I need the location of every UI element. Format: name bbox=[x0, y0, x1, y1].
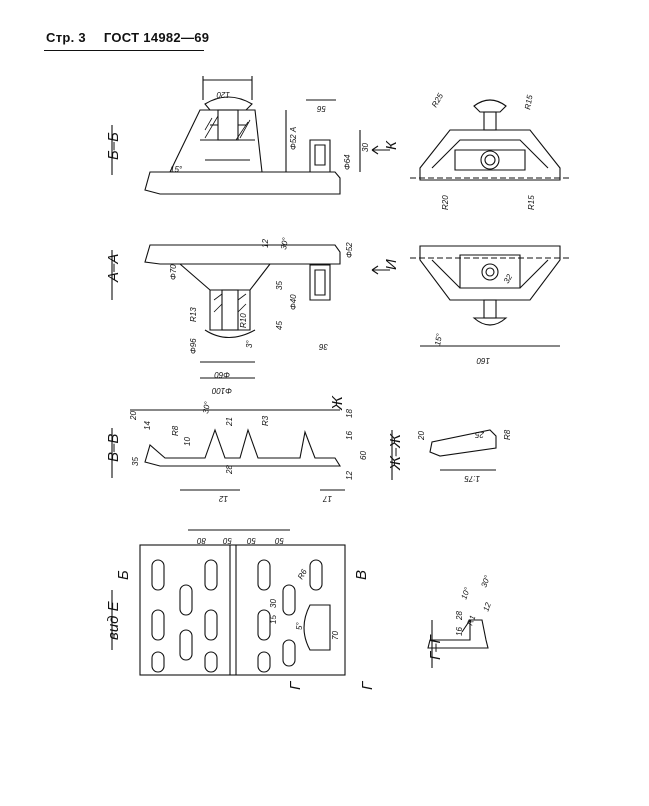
dim-120: 120 bbox=[216, 90, 230, 99]
dim-3deg: 3° bbox=[245, 340, 254, 348]
dim-v21: 21 bbox=[225, 417, 234, 427]
dim-g16: 16 bbox=[455, 627, 464, 636]
marker-i: И bbox=[383, 259, 400, 270]
section-vv: В–В bbox=[105, 409, 345, 491]
header-rule bbox=[44, 50, 204, 51]
dim-g30deg: 30° bbox=[479, 573, 492, 588]
section-zhzh-label: Ж–Ж bbox=[387, 433, 404, 471]
dim-v12: 12 bbox=[219, 494, 228, 503]
section-bb: Б–Б bbox=[105, 76, 390, 195]
dim-r15: R15 bbox=[523, 94, 535, 111]
dim-v12b: 12 bbox=[345, 471, 354, 480]
dim-v20: 20 bbox=[129, 411, 138, 421]
marker-g-right: Г bbox=[359, 680, 376, 690]
view-e-label: вид Е bbox=[105, 600, 122, 640]
dim-phi52a: Φ52 A bbox=[289, 127, 298, 150]
plan-view-mid bbox=[410, 245, 570, 347]
dim-e50: 50 bbox=[223, 536, 232, 545]
dim-zh20: 20 bbox=[417, 431, 426, 441]
dim-phi100: Φ100 bbox=[211, 386, 232, 395]
dim-36: 36 bbox=[319, 342, 328, 351]
section-vv-label: В–В bbox=[105, 434, 122, 462]
dim-phi52: Φ52 bbox=[345, 242, 354, 258]
dim-r10: R10 bbox=[239, 313, 248, 328]
dim-v14: 14 bbox=[143, 421, 152, 430]
dim-v30deg: 30° bbox=[201, 400, 212, 414]
marker-g-left: Г bbox=[287, 680, 304, 690]
dim-15deg-b: 15° bbox=[433, 332, 444, 346]
dim-r13: R13 bbox=[189, 307, 198, 322]
dim-phi96: Φ96 bbox=[189, 338, 198, 354]
dim-g-r1: R1 bbox=[465, 614, 477, 627]
dim-zh25: 25 bbox=[475, 430, 485, 439]
marker-v: В bbox=[353, 570, 370, 580]
dim-v16: 16 bbox=[345, 431, 354, 440]
dim-r20: R20 bbox=[441, 195, 450, 210]
dim-r15b: R15 bbox=[527, 195, 536, 210]
dim-r8: R8 bbox=[171, 425, 180, 436]
page-header: Стр. 3 ГОСТ 14982—69 bbox=[46, 30, 209, 45]
dim-e30: 30 bbox=[269, 599, 278, 608]
marker-b: Б bbox=[115, 570, 132, 580]
dim-phi40: Φ40 bbox=[289, 294, 298, 310]
dim-45: 45 bbox=[275, 321, 284, 330]
page-number: Стр. 3 bbox=[46, 30, 86, 45]
dim-e50c: 50 bbox=[275, 536, 284, 545]
dim-v35: 35 bbox=[131, 457, 140, 466]
dim-zh-r8: R8 bbox=[503, 429, 512, 440]
dim-phi60: Φ60 bbox=[214, 370, 230, 379]
section-aa-label: А–А bbox=[105, 254, 122, 283]
dim-32: 32 bbox=[502, 272, 515, 285]
dim-e50b: 50 bbox=[247, 536, 256, 545]
section-bb-label: Б–Б bbox=[105, 132, 122, 160]
dim-12: 12 bbox=[261, 239, 270, 248]
section-gg-label: Г–Г bbox=[427, 633, 444, 660]
view-e: вид Е bbox=[105, 529, 346, 676]
dim-phi70: Φ70 bbox=[169, 264, 178, 280]
marker-zh: Ж bbox=[329, 395, 346, 411]
dim-v10: 10 bbox=[183, 437, 192, 446]
dim-56: 56 bbox=[317, 104, 326, 113]
dim-v17: 17 bbox=[323, 494, 332, 503]
section-gg: Г–Г bbox=[427, 619, 489, 668]
dim-15deg: 15° bbox=[170, 165, 183, 174]
dim-35: 35 bbox=[275, 281, 284, 290]
dim-r6: R6 bbox=[296, 567, 309, 581]
dim-g10deg: 10° bbox=[459, 585, 472, 600]
section-zhzh: Ж–Ж bbox=[387, 429, 497, 480]
standard-code: ГОСТ 14982—69 bbox=[103, 30, 210, 45]
dim-e5deg: 5° bbox=[295, 622, 304, 630]
dim-g28: 28 bbox=[455, 611, 464, 621]
dim-160: 160 bbox=[476, 356, 490, 365]
dim-e80: 80 bbox=[197, 536, 206, 545]
dim-e70: 70 bbox=[331, 631, 340, 640]
dim-phi64: Φ64 bbox=[343, 154, 352, 170]
marker-k: К bbox=[383, 140, 400, 150]
dim-r25: R25 bbox=[430, 91, 445, 109]
dim-zh-slope: 1:75 bbox=[464, 474, 480, 483]
dim-v28: 28 bbox=[225, 465, 234, 475]
dim-v18: 18 bbox=[345, 409, 354, 418]
section-aa: А–А bbox=[105, 244, 390, 379]
dim-30deg: 30° bbox=[279, 236, 290, 250]
dim-30: 30 bbox=[361, 143, 370, 152]
plan-view-top bbox=[410, 99, 570, 181]
dim-e15: 15 bbox=[269, 615, 278, 624]
dim-v60: 60 bbox=[359, 451, 368, 460]
dim-g12: 12 bbox=[481, 601, 493, 613]
dim-r3: R3 bbox=[261, 415, 270, 426]
